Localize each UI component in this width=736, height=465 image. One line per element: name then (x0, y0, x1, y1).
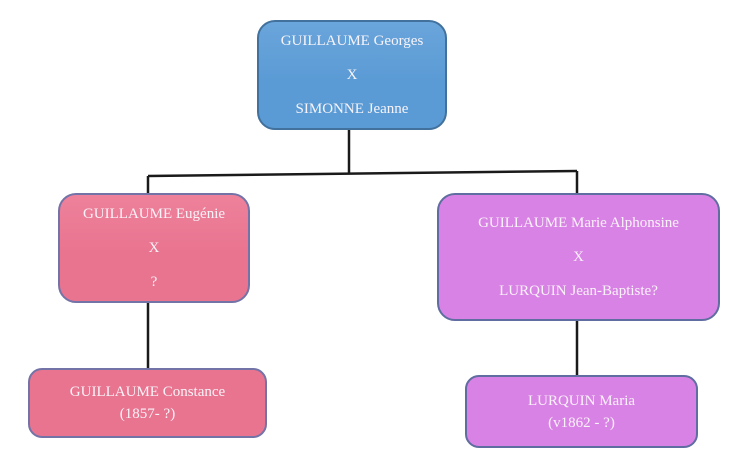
node-lurquin-maria: LURQUIN Maria (v1862 - ?) (465, 375, 698, 448)
node-person-name: GUILLAUME Marie Alphonsine (478, 215, 679, 231)
node-person-name: LURQUIN Maria (527, 392, 636, 409)
node-wife-name: SIMONNE Jeanne (295, 101, 409, 117)
node-spouse-name: ? (150, 274, 158, 290)
node-guillaume-marie-alphonsine: GUILLAUME Marie Alphonsine X LURQUIN Jea… (437, 193, 720, 321)
marriage-symbol: X (346, 67, 358, 83)
node-guillaume-georges-simonne-jeanne: GUILLAUME Georges X SIMONNE Jeanne (257, 20, 447, 130)
edge-horizontal-bar (147, 169, 578, 178)
node-person-name: GUILLAUME Eugénie (82, 206, 226, 222)
node-husband-name: GUILLAUME Georges (280, 33, 424, 49)
node-guillaume-constance: GUILLAUME Constance (1857- ?) (28, 368, 267, 438)
node-life-dates: (1857- ?) (119, 406, 176, 422)
node-spouse-name: LURQUIN Jean-Baptiste? (499, 283, 658, 299)
node-life-dates: (v1862 - ?) (548, 414, 615, 431)
node-guillaume-eugenie: GUILLAUME Eugénie X ? (58, 193, 250, 303)
node-person-name: GUILLAUME Constance (69, 384, 226, 400)
marriage-symbol: X (148, 240, 160, 256)
marriage-symbol: X (573, 249, 584, 265)
